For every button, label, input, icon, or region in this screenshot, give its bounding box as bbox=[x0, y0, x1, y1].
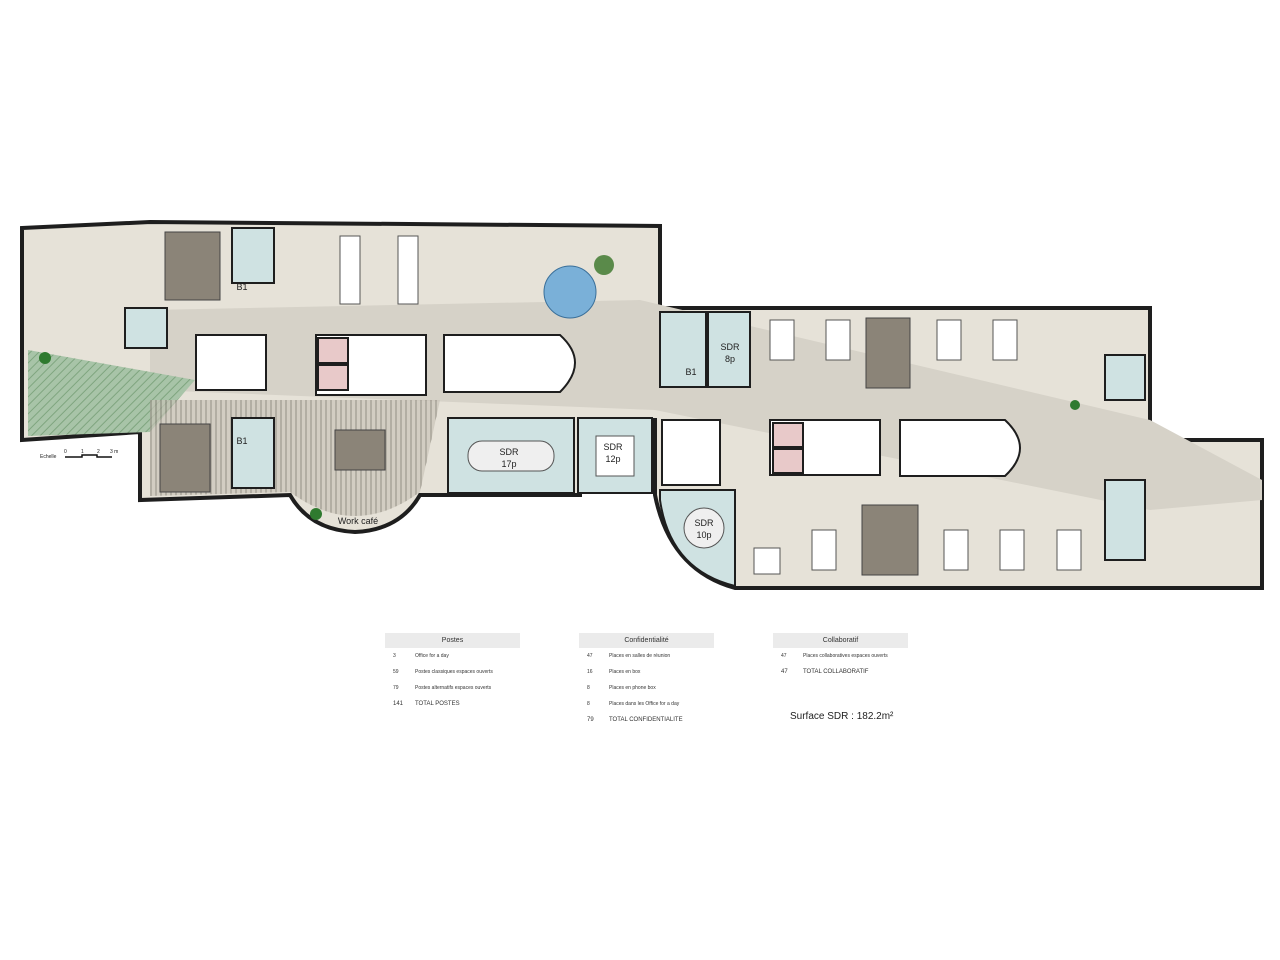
count: 79 bbox=[393, 685, 399, 691]
svg-text:Echelle: Echelle bbox=[40, 454, 57, 460]
box-left bbox=[124, 307, 168, 349]
collab-tables bbox=[159, 231, 919, 576]
plant bbox=[39, 352, 51, 364]
scale-bar: Echelle 0 1 2 3 m bbox=[40, 449, 118, 460]
label: TOTAL CONFIDENTIALITE bbox=[609, 717, 683, 723]
label: TOTAL POSTES bbox=[415, 701, 460, 707]
room-b1-right bbox=[659, 311, 707, 388]
label: Places collaboratives espaces ouverts bbox=[803, 653, 888, 659]
count: 3 bbox=[393, 653, 396, 659]
label: TOTAL COLLABORATIF bbox=[803, 669, 869, 675]
room-b1-top bbox=[231, 227, 275, 284]
legend-postes: Postes 3 Office for a day 59 Postes classi… bbox=[385, 633, 520, 712]
label: Places en phone box bbox=[609, 685, 656, 691]
svg-text:1: 1 bbox=[81, 449, 84, 455]
core-right bbox=[661, 419, 1021, 486]
count: 8 bbox=[587, 701, 590, 707]
plant bbox=[310, 508, 322, 520]
room-label: SDR bbox=[499, 447, 519, 457]
room-label: 8p bbox=[725, 354, 735, 364]
box-right bbox=[1104, 354, 1146, 401]
room-label: B1 bbox=[236, 436, 247, 446]
room-sdr-8p bbox=[707, 311, 751, 388]
room-label: 12p bbox=[605, 454, 620, 464]
svg-text:2: 2 bbox=[97, 449, 100, 455]
label: Places dans les Office for a day bbox=[609, 701, 680, 707]
room-label: B1 bbox=[685, 367, 696, 377]
count: 47 bbox=[587, 653, 593, 659]
desks bbox=[339, 235, 1082, 575]
room-label: SDR bbox=[603, 442, 623, 452]
core-left bbox=[195, 334, 576, 396]
room-label: B1 bbox=[236, 282, 247, 292]
legend-confidentialite: Confidentialité 47 Places en salles de ré… bbox=[579, 633, 714, 728]
legend-title: Collaboratif bbox=[773, 633, 908, 648]
surface-sdr: Surface SDR : 182.2m² bbox=[790, 711, 894, 722]
room-label: Work café bbox=[338, 516, 378, 526]
label: Office for a day bbox=[415, 653, 449, 659]
room-label: 17p bbox=[501, 459, 516, 469]
count: 8 bbox=[587, 685, 590, 691]
count: 59 bbox=[393, 669, 399, 675]
count: 79 bbox=[587, 717, 594, 723]
plant bbox=[594, 255, 614, 275]
svg-text:0: 0 bbox=[64, 449, 67, 455]
room-b1-bottom bbox=[231, 417, 275, 489]
wood-floor bbox=[150, 400, 440, 516]
count: 47 bbox=[781, 653, 787, 659]
label: Postes classiques espaces ouverts bbox=[415, 669, 493, 675]
legend-collaboratif: Collaboratif 47 Places collaboratives esp… bbox=[773, 633, 908, 680]
room-label: SDR bbox=[694, 518, 714, 528]
count: 16 bbox=[587, 669, 593, 675]
legend-title: Confidentialité bbox=[579, 633, 714, 648]
box-right-2 bbox=[1104, 479, 1146, 561]
count: 141 bbox=[393, 701, 404, 707]
room-label: 10p bbox=[696, 530, 711, 540]
svg-text:3 m: 3 m bbox=[110, 449, 118, 455]
room-label: SDR bbox=[720, 342, 740, 352]
label: Places en box bbox=[609, 669, 641, 675]
label: Places en salles de réunion bbox=[609, 653, 671, 659]
count: 47 bbox=[781, 669, 788, 675]
legend-title: Postes bbox=[385, 633, 520, 648]
plant bbox=[1070, 400, 1080, 410]
round-lounge bbox=[543, 265, 597, 319]
label: Postes alternatifs espaces ouverts bbox=[415, 685, 492, 691]
